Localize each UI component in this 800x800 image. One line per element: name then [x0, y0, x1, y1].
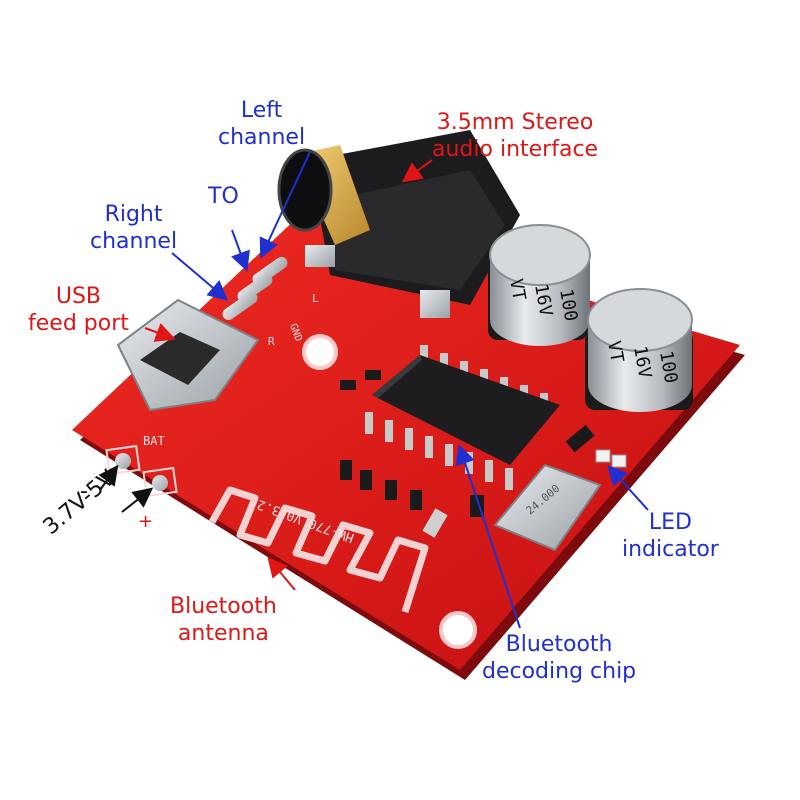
label-plus: +	[138, 511, 154, 532]
audio-jack	[277, 130, 520, 318]
led	[595, 449, 627, 468]
pad-label-l: L	[312, 292, 319, 305]
battery-pads	[105, 444, 178, 498]
channel-pads	[222, 256, 288, 321]
crystal: 24.000	[493, 463, 602, 552]
bat-silkscreen: BAT	[143, 434, 165, 448]
mount-hole	[302, 334, 338, 370]
label-usb-feed-port: USB feed port	[28, 284, 129, 336]
mount-hole	[439, 611, 477, 649]
annotation-arrows	[98, 151, 649, 629]
label-decoding-chip: Bluetooth decoding chip	[482, 632, 637, 684]
pad-label-r: R	[268, 335, 275, 348]
antenna-feed	[422, 508, 448, 538]
capacitor: 100 16V VT	[585, 288, 693, 412]
antenna-trace	[208, 486, 429, 614]
capacitor: 100 16V VT	[488, 224, 591, 346]
usb-port	[116, 298, 260, 412]
label-minus: -	[80, 479, 88, 504]
svg-text:VT: VT	[505, 277, 529, 302]
label-stereo-interface: 3.5mm Stereo audio interface	[432, 110, 599, 162]
label-led-indicator: LED indicator	[622, 510, 719, 562]
label-to: TO	[208, 184, 239, 209]
svg-text:VT: VT	[603, 339, 627, 364]
label-right-channel: Right channel	[90, 202, 178, 254]
label-bluetooth-antenna: Bluetooth antenna	[170, 594, 277, 646]
label-left-channel: Left channel	[218, 98, 306, 150]
